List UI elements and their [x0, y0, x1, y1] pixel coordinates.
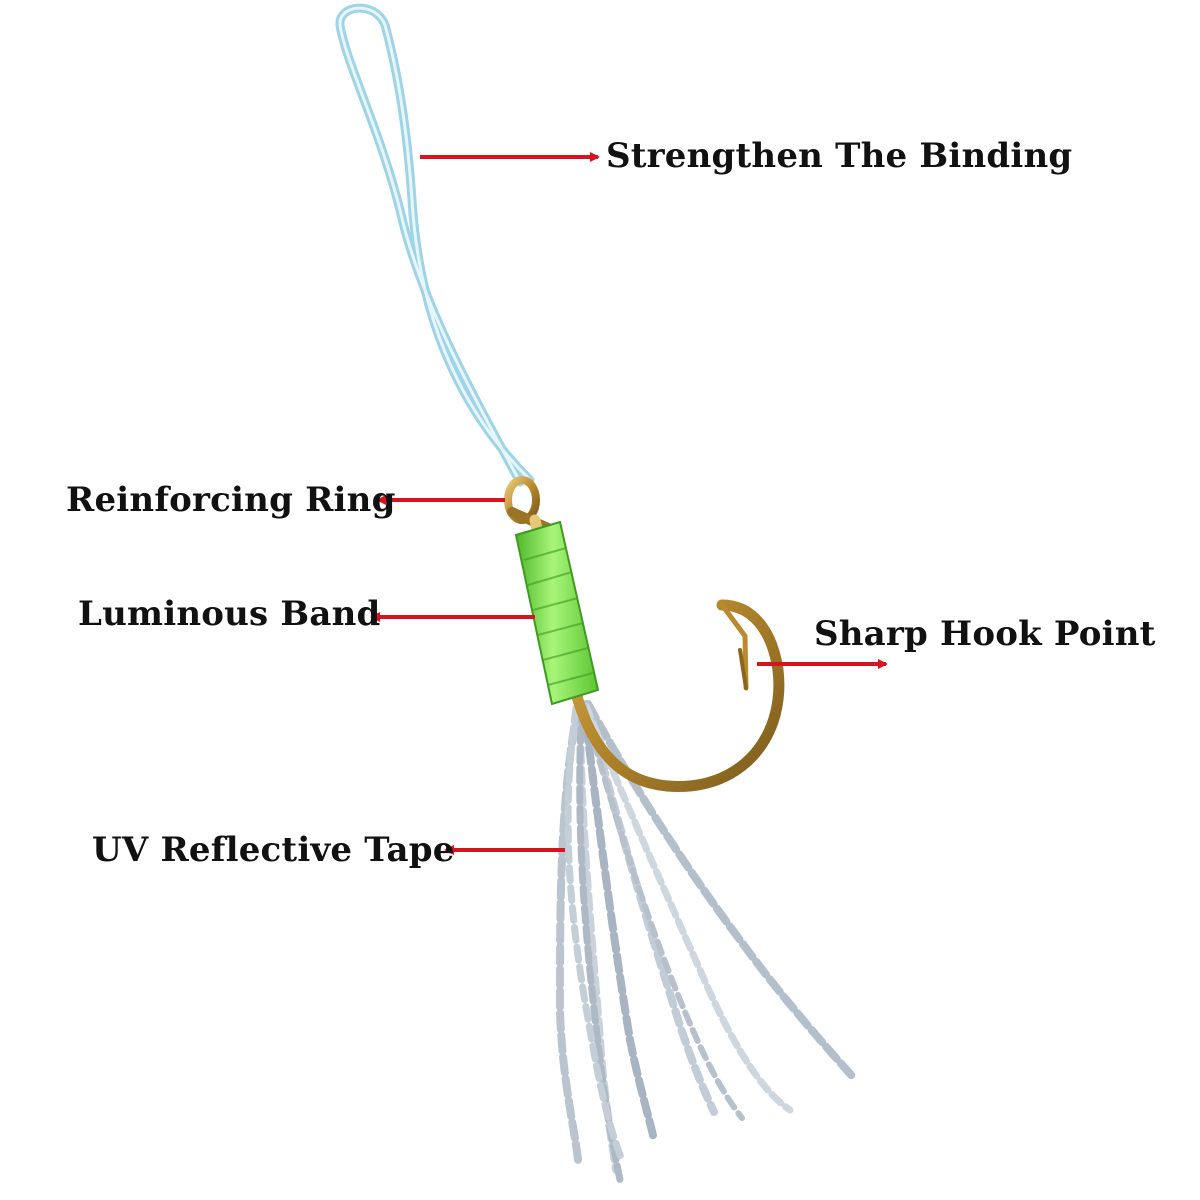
luminous-band [514, 520, 600, 706]
label-sharp-hook-point: Sharp Hook Point [814, 614, 1156, 654]
uv-reflective-tape [555, 700, 856, 1184]
label-luminous-band: Luminous Band [78, 594, 381, 634]
label-reinforcing-ring: Reinforcing Ring [66, 480, 396, 520]
label-uv-reflective-tape: UV Reflective Tape [92, 830, 455, 870]
label-strengthen-binding: Strengthen The Binding [606, 136, 1073, 176]
reinforcing-ring [504, 476, 553, 533]
annotation-arrows [370, 152, 888, 855]
line-loop [335, 3, 535, 487]
hook-body [529, 514, 785, 792]
